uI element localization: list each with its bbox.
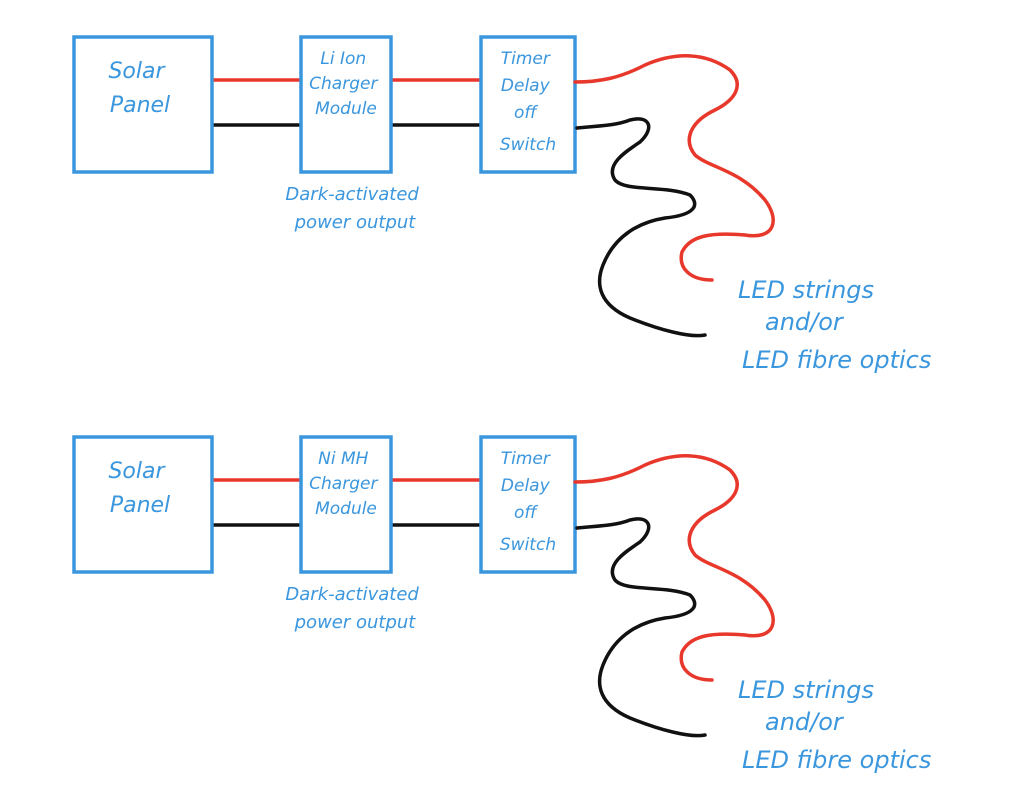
timer-switch-label: Timer Delay off Switch (500, 449, 556, 555)
nimh-circuit-diagram: Solar Panel Ni MH Charger Module Timer D… (72, 435, 931, 774)
solar-panel-label: Solar Panel (108, 459, 171, 518)
solar-panel-label: Solar Panel (108, 59, 171, 118)
charger-module-label: Ni MH Charger Module (309, 449, 383, 519)
negative-output-wire (575, 117, 707, 338)
led-output-label: LED strings and/or LED fibre optics (738, 676, 931, 774)
timer-switch-box (479, 435, 577, 574)
timer-switch-box (479, 35, 577, 174)
charger-note: Dark-activated power output (285, 184, 424, 233)
positive-output-wire (573, 54, 775, 282)
solar-panel-box (72, 35, 214, 174)
charger-module-box (299, 435, 393, 574)
charger-module-label: Li Ion Charger Module (309, 49, 383, 119)
led-output-label: LED strings and/or LED fibre optics (738, 276, 931, 374)
charger-module-box (299, 35, 393, 174)
negative-output-wire (575, 517, 707, 738)
charger-note: Dark-activated power output (285, 584, 424, 633)
li-ion-circuit-diagram: Solar Panel Li Ion Charger Module Timer … (72, 35, 931, 374)
solar-panel-box (72, 435, 214, 574)
timer-switch-label: Timer Delay off Switch (500, 49, 556, 155)
positive-output-wire (573, 454, 775, 682)
